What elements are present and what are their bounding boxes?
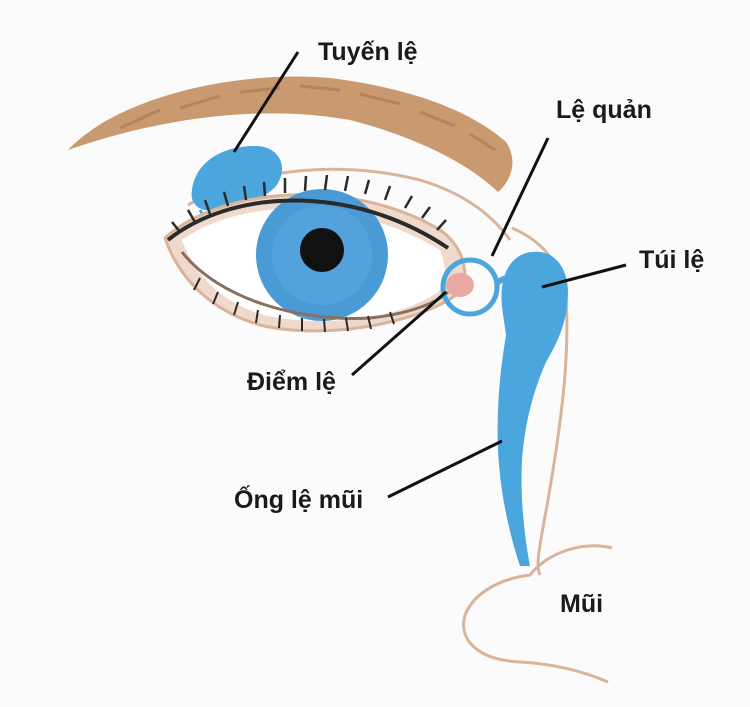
- lacrimal-sac-shape: [498, 252, 568, 566]
- label-punctum: Điểm lệ: [247, 370, 336, 395]
- caruncle: [446, 273, 474, 297]
- label-lacrimal-sac: Túi lệ: [639, 248, 704, 273]
- eyebrow: [68, 77, 512, 192]
- pupil: [300, 228, 344, 272]
- label-nasolacrimal-duct: Ống lệ mũi: [234, 488, 363, 513]
- label-nose: Mũi: [560, 592, 603, 617]
- leader-line-nasolacrimal-duct: [388, 441, 502, 497]
- label-lacrimal-gland: Tuyến lệ: [318, 40, 418, 65]
- label-canaliculus: Lệ quản: [556, 98, 652, 123]
